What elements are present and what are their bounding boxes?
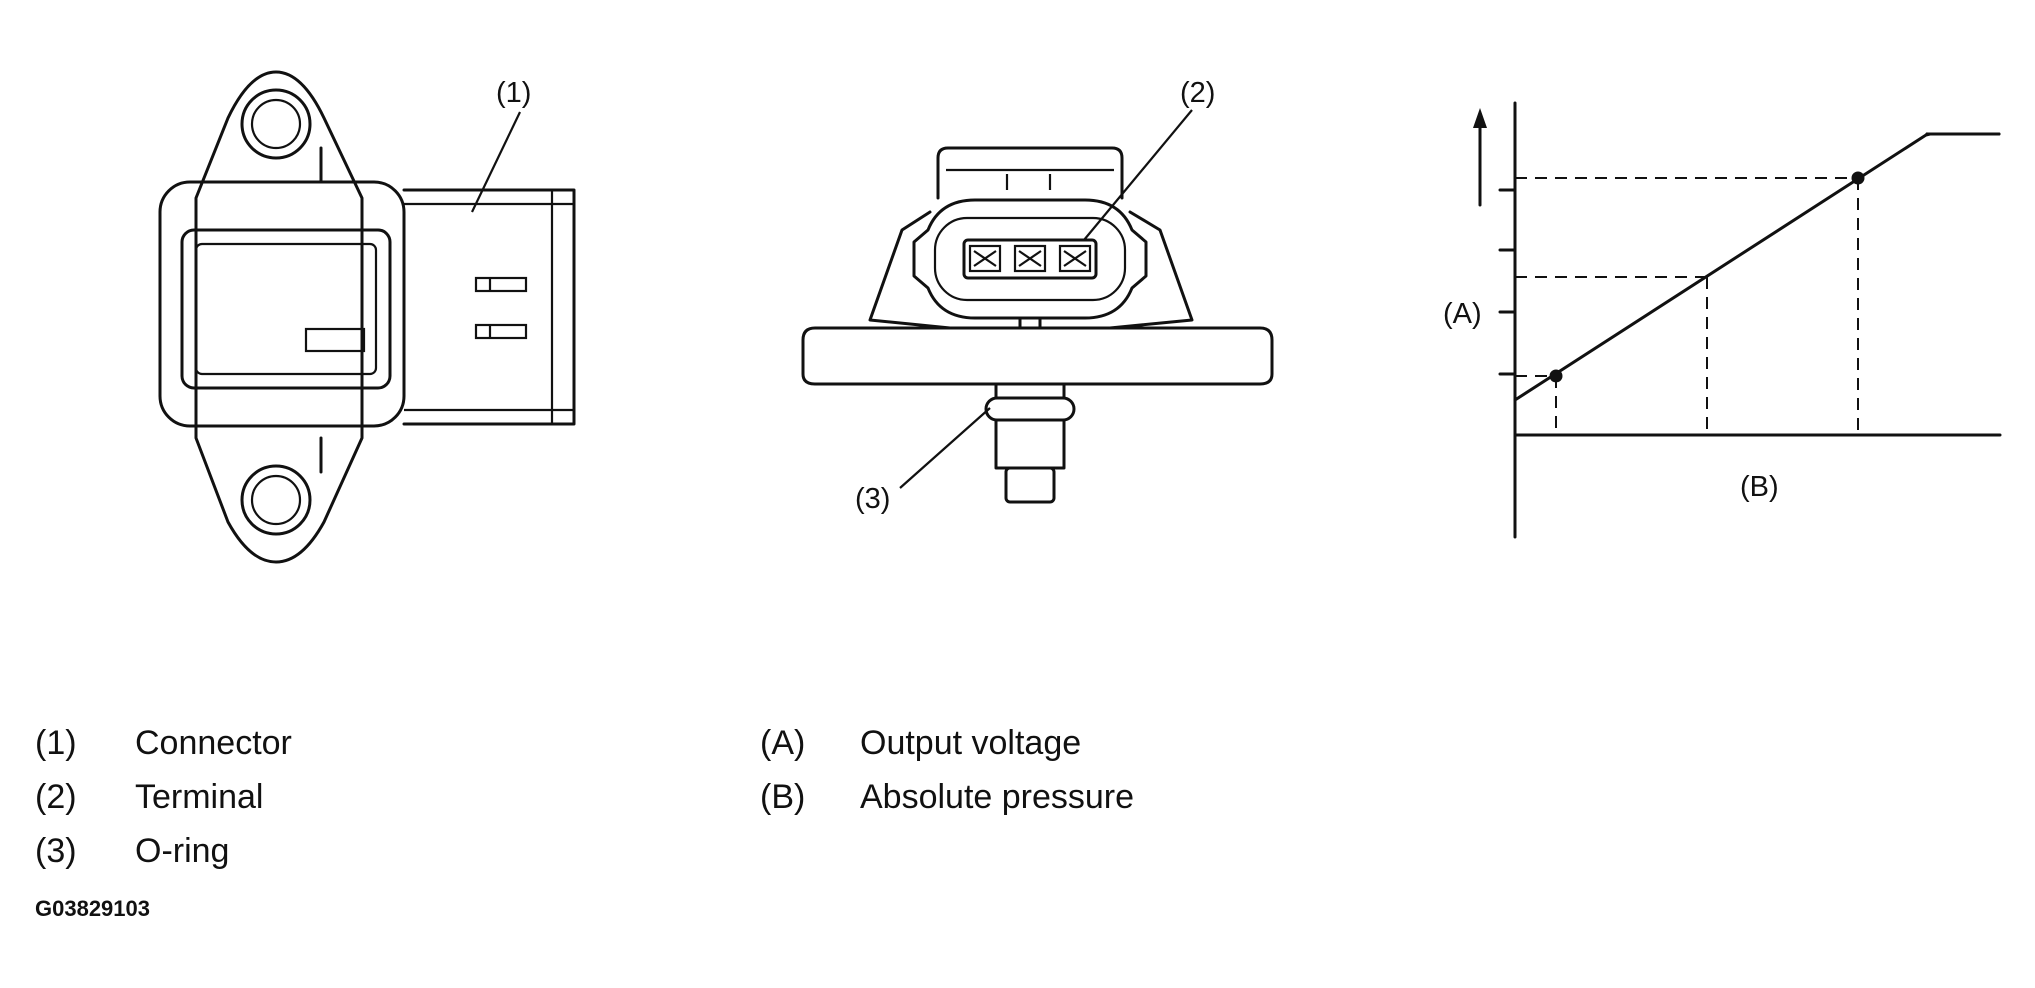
legend-label: Output voltage bbox=[860, 724, 1082, 762]
nozzle-tip bbox=[1004, 466, 1056, 504]
terminal-pin-2 bbox=[1013, 244, 1047, 273]
leader-line-oring bbox=[899, 407, 991, 489]
legend-key: (B) bbox=[760, 778, 806, 816]
sensor-side-view: (1) bbox=[158, 70, 576, 564]
figure-code: G03829103 bbox=[35, 896, 150, 921]
sensor-body bbox=[158, 180, 406, 428]
latch-tab bbox=[1018, 316, 1042, 330]
label-plate bbox=[304, 327, 366, 353]
legend-key: (A) bbox=[760, 724, 806, 762]
callout-oring: (3) bbox=[855, 483, 890, 515]
plug-shell bbox=[912, 198, 1148, 320]
axis-label-b: (B) bbox=[1740, 471, 1779, 503]
legend-label: Connector bbox=[135, 724, 292, 762]
connector-slot-lower bbox=[474, 323, 528, 340]
legend-label: O-ring bbox=[135, 832, 230, 870]
nozzle-body bbox=[994, 418, 1066, 470]
mounting-flange bbox=[194, 70, 364, 564]
terminal-block bbox=[962, 238, 1098, 280]
bracket-left bbox=[868, 210, 952, 330]
terminal-pin-1-mark bbox=[973, 250, 997, 267]
point-upper bbox=[1851, 171, 1865, 185]
legend-key: (3) bbox=[35, 832, 77, 870]
bracket-right bbox=[1108, 210, 1194, 330]
legend-label: Absolute pressure bbox=[860, 778, 1135, 816]
leader-line-terminal bbox=[1083, 109, 1193, 241]
o-ring bbox=[984, 396, 1076, 422]
sensor-face-inner bbox=[194, 242, 378, 376]
legend-label: Terminal bbox=[135, 778, 264, 816]
top-housing bbox=[936, 146, 1124, 200]
characteristic-graph: (A) (B) bbox=[1443, 101, 2002, 539]
plug-rim bbox=[933, 216, 1127, 302]
characteristic-line bbox=[1513, 132, 2001, 402]
legend-key: (1) bbox=[35, 724, 77, 762]
leader-line-connector bbox=[471, 111, 521, 213]
connector-housing bbox=[402, 188, 576, 426]
mounting-hole-top-inner bbox=[250, 98, 302, 150]
axis-label-a: (A) bbox=[1443, 298, 1482, 330]
mounting-hole-bottom-inner bbox=[250, 474, 302, 526]
connector-slot-upper bbox=[474, 276, 528, 293]
mounting-hole-top bbox=[240, 88, 312, 160]
callout-terminal: (2) bbox=[1180, 77, 1215, 109]
legend-key: (2) bbox=[35, 778, 77, 816]
terminal-pin-1 bbox=[968, 244, 1002, 273]
terminal-pin-3 bbox=[1058, 244, 1092, 273]
terminal-pin-2-mark bbox=[1018, 250, 1042, 267]
nozzle-collar bbox=[994, 382, 1066, 400]
sensor-end-view: (2) (3) bbox=[801, 77, 1274, 515]
terminal-pin-3-mark bbox=[1063, 250, 1087, 267]
base-plate bbox=[801, 326, 1274, 386]
point-lower bbox=[1549, 369, 1563, 383]
callout-connector: (1) bbox=[496, 77, 531, 109]
sensor-face bbox=[180, 228, 392, 390]
increase-arrow-head bbox=[1473, 108, 1487, 128]
mounting-hole-bottom bbox=[240, 464, 312, 536]
